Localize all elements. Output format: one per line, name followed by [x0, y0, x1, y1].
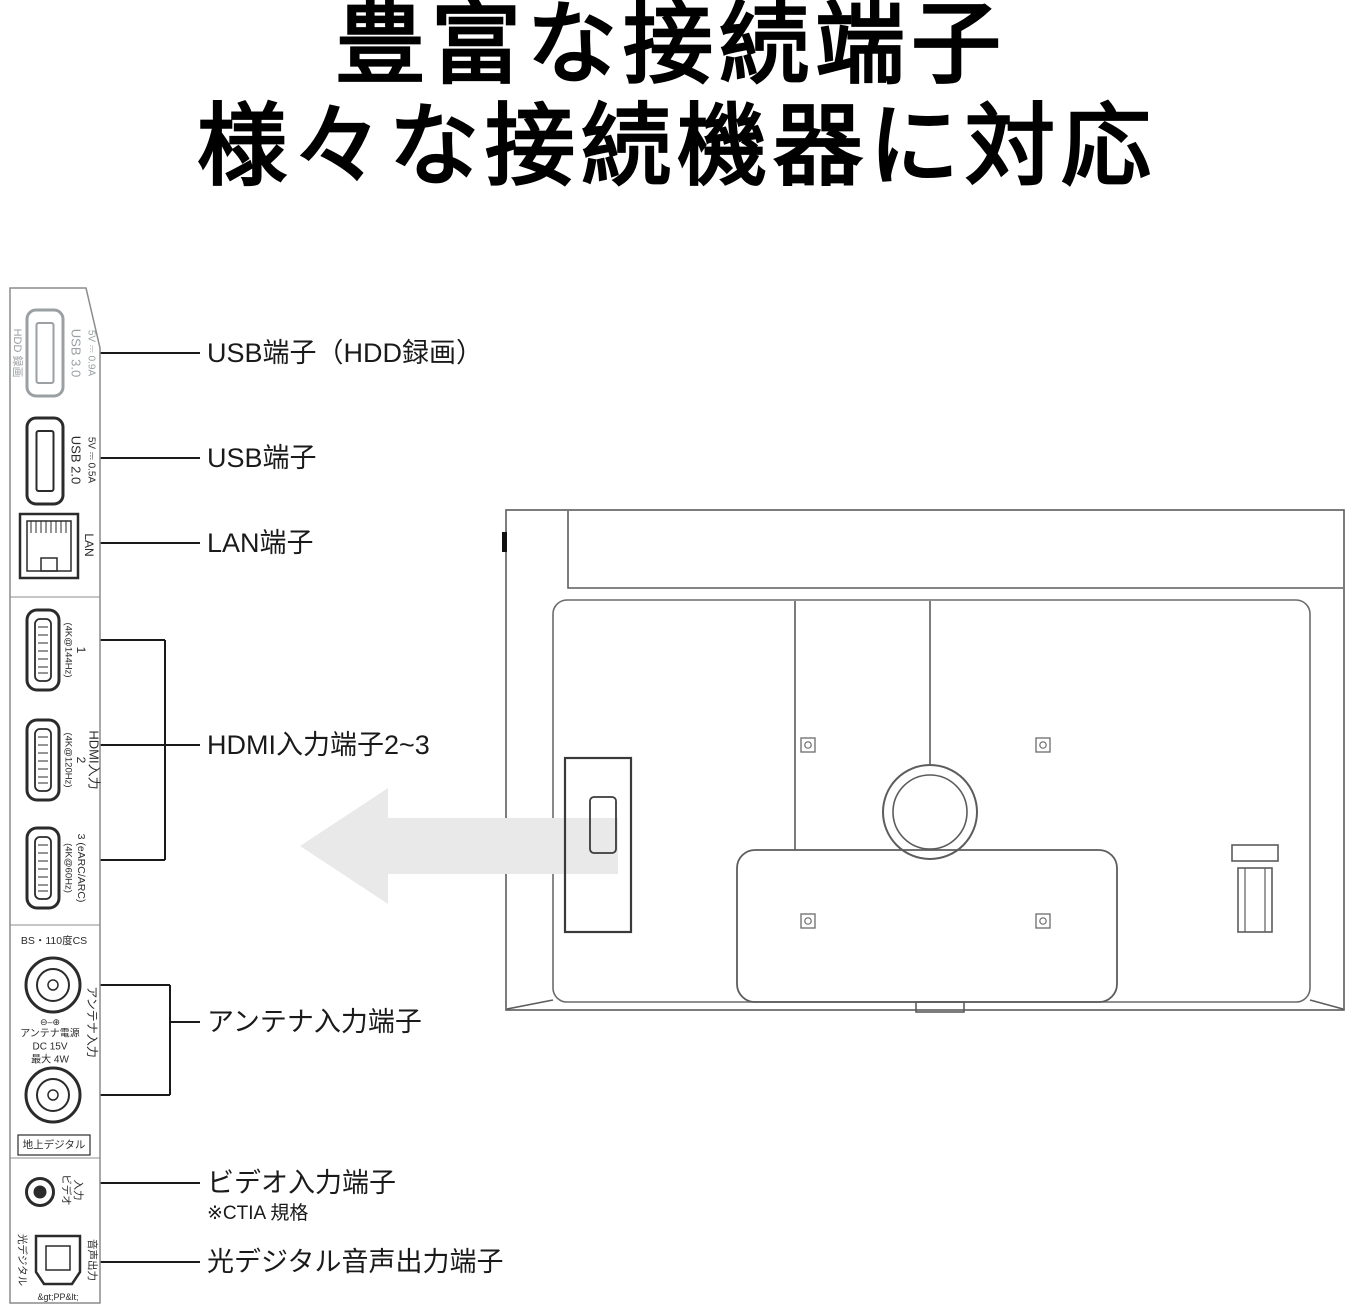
callout-video: ビデオ入力端子	[207, 1168, 396, 1198]
cable-hole-inner	[892, 774, 968, 850]
screw-hole-top-right	[1035, 737, 1051, 753]
optical-port	[34, 1234, 82, 1286]
port-strip-dividers	[10, 596, 100, 1159]
terrestrial-label: 地上デジタル	[23, 1138, 86, 1151]
callout-hdmi: HDMI入力端子2~3	[207, 730, 430, 760]
tv-back-panel	[552, 599, 1311, 1003]
lan-label: LAN	[82, 533, 96, 556]
antenna-group-label: アンテナ入力	[85, 986, 99, 1058]
usb3-spec: 5V ⎓ 0.9A	[86, 330, 97, 377]
optical-left-label: 光デジタル	[16, 1234, 29, 1286]
hdmi3-number: 3 (eARC/ARC)	[75, 834, 87, 903]
callout-usb-hdd: USB端子（HDD録画）	[207, 338, 484, 368]
hdmi1-number: 1	[74, 647, 88, 654]
hdmi2-spec: (4K@120Hz)	[63, 732, 74, 787]
port-strip: HDD 録画 USB 3.0 5V ⎓ 0.9A USB 2.0 5V ⎓ 0.…	[9, 287, 102, 1304]
tv-stand-tab	[915, 1001, 965, 1013]
tv-right-bracket	[1231, 844, 1279, 933]
tv-back-illustration	[502, 509, 1345, 1013]
usb3-hdd-label: HDD 録画	[11, 329, 25, 378]
video-label-line1: ビデオ	[60, 1174, 73, 1206]
bs-cs-label: BS・110度CS	[21, 934, 87, 947]
callout-lines	[100, 352, 200, 1263]
callout-optical: 光デジタル音声出力端子	[207, 1247, 504, 1277]
page-title-line2: 様々な接続機器に対応	[197, 97, 1157, 197]
optical-bottom-label: &gt;PP&lt;	[37, 1292, 78, 1302]
screw-hole-top-left	[800, 737, 816, 753]
page-title-line1: 豊富な接続端子	[335, 0, 1007, 95]
usb3-label: USB 3.0	[69, 329, 84, 377]
tv-bottom-corner-seams	[506, 999, 1344, 1010]
hdmi3-spec: (4K@60Hz)	[63, 843, 74, 893]
tv-stand	[736, 849, 1118, 1003]
arrow-to-panel	[300, 788, 618, 904]
screw-hole-bottom-left	[800, 913, 816, 929]
video-label-line2: 入力	[72, 1180, 85, 1201]
hdmi2-number: 2	[74, 757, 88, 764]
tv-port-block	[563, 756, 633, 934]
antenna-power-line2: DC 15V	[32, 1042, 67, 1053]
callout-lan: LAN端子	[207, 528, 314, 558]
hdmi1-spec: (4K@144Hz)	[63, 622, 74, 677]
lan-port	[18, 512, 80, 580]
screw-hole-bottom-right	[1035, 913, 1051, 929]
tv-outer-frame	[505, 509, 1345, 1011]
video-jack	[25, 1177, 55, 1207]
usb2-label: USB 2.0	[69, 436, 84, 484]
usb2-spec: 5V ⎓ 0.5A	[86, 437, 97, 484]
callout-antenna: アンテナ入力端子	[207, 1007, 422, 1037]
tv-top-seam	[567, 511, 1343, 589]
tv-power-nub	[502, 532, 507, 552]
antenna-power-line1: アンテナ電源	[20, 1027, 80, 1040]
hdmi-group-label: HDMI入力	[87, 730, 102, 789]
callout-usb: USB端子	[207, 443, 317, 473]
optical-right-label: 音声出力	[86, 1239, 99, 1281]
cable-hole-outer	[882, 764, 978, 860]
callout-video-note: ※CTIA 規格	[207, 1203, 309, 1224]
antenna-power-line3: 最大 4W	[31, 1053, 69, 1066]
tv-panel-seams	[794, 601, 931, 850]
terrestrial-label-box	[17, 1134, 91, 1156]
antenna-power-symbols: ⊖–⊕	[40, 1017, 60, 1027]
